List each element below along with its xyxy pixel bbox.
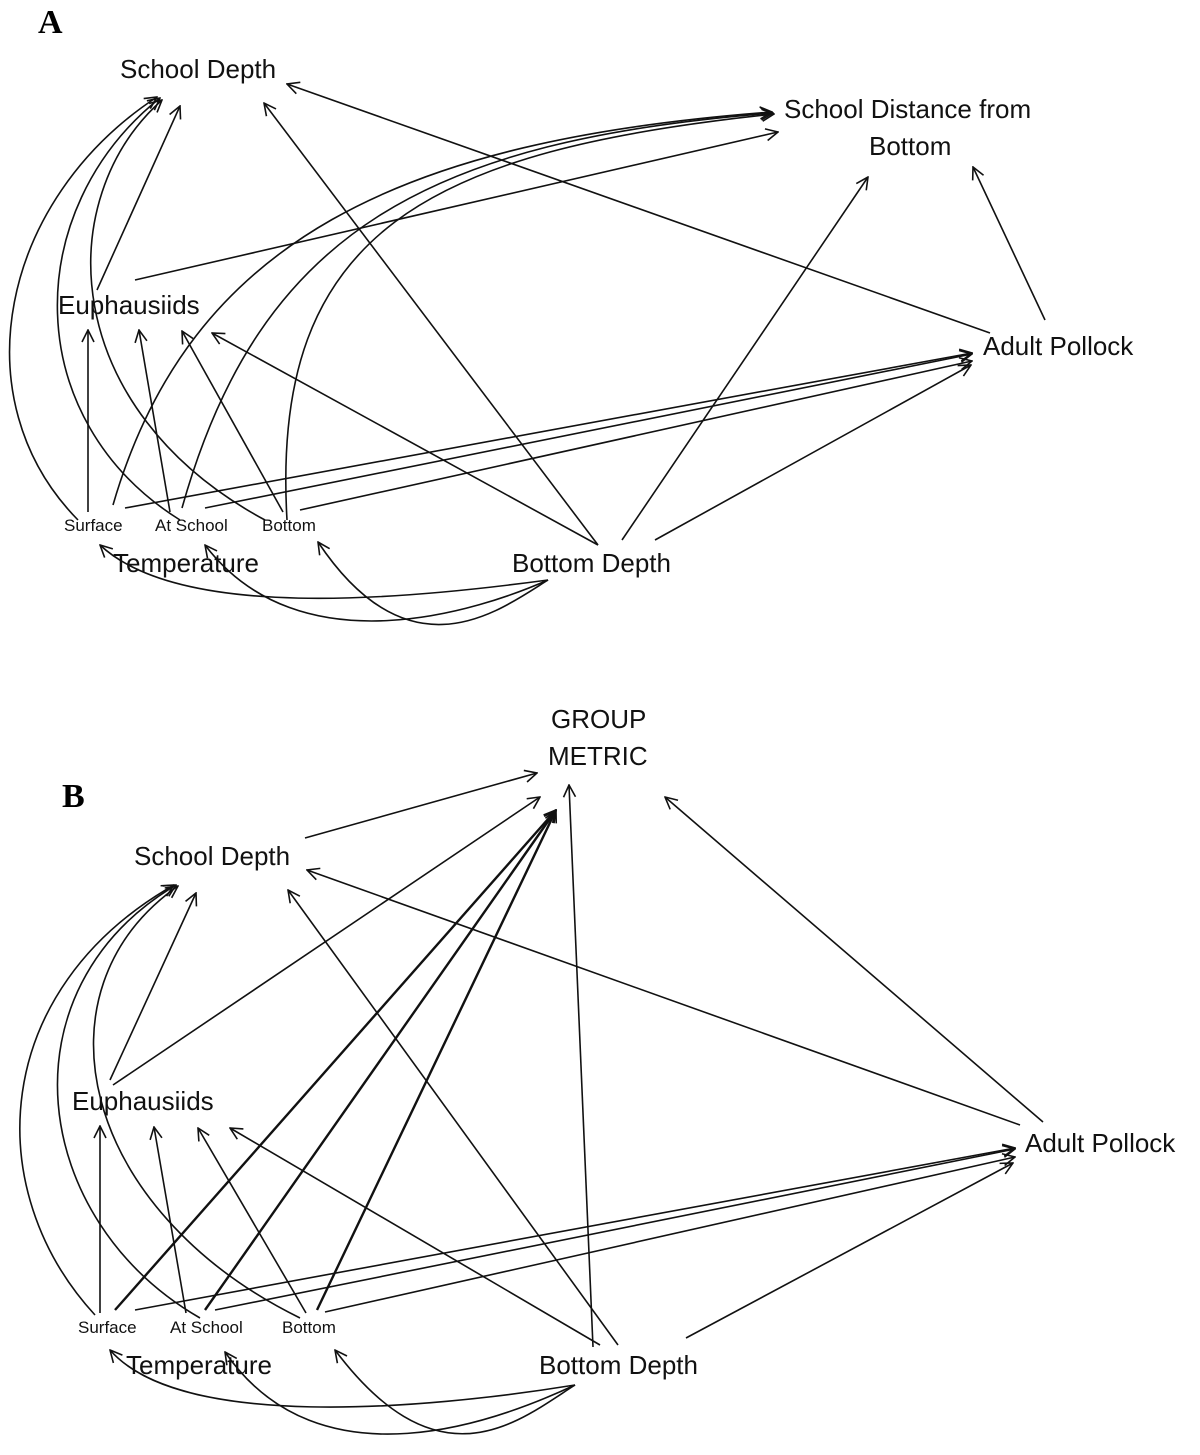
edge-b-bottomdepth-surface (110, 1350, 576, 1408)
edge-b-surface-schooldepth (19, 885, 174, 1316)
panel-b: B (19, 704, 1176, 1435)
node-b-euphausiids: Euphausiids (72, 1086, 214, 1116)
panel-b-edges (19, 773, 1044, 1435)
edge-a-bottomdepth-schooldepth (264, 103, 599, 546)
edge-a-bottomdepth-bottom (318, 542, 549, 626)
edge-b-pollock-schooldepth (307, 870, 1021, 1126)
panel-a: A (8, 4, 1134, 626)
node-a-bottom: Bottom (262, 516, 316, 535)
edge-b-bottom-pollock (324, 1157, 1015, 1313)
edge-b-surface-metric (114, 810, 556, 1311)
edge-a-surface-distance (112, 112, 772, 506)
node-a-bottom-depth: Bottom Depth (512, 548, 671, 578)
edge-b-atschool-metric (204, 810, 556, 1311)
edge-a-bottom-pollock (299, 361, 972, 511)
node-a-at-school: At School (155, 516, 228, 535)
edge-b-bottomdepth-schooldepth (288, 890, 619, 1346)
node-b-surface: Surface (78, 1318, 137, 1337)
edge-a-bottom-distance (285, 114, 774, 521)
edge-a-atschool-pollock (204, 354, 972, 509)
edge-b-bottomdepth-pollock (685, 1163, 1013, 1339)
edge-a-atschool-euph (139, 330, 171, 513)
node-a-school-depth: School Depth (120, 54, 276, 84)
edge-a-surface-schooldepth (8, 97, 157, 521)
edge-a-euph-schooldepth (96, 106, 180, 291)
panel-b-nodes: GROUP METRIC School Depth Euphausiids Ad… (72, 704, 1176, 1380)
node-a-adult-pollock: Adult Pollock (983, 331, 1134, 361)
node-b-bottom-depth: Bottom Depth (539, 1350, 698, 1380)
node-b-bottom: Bottom (282, 1318, 336, 1337)
edge-b-schooldepth-metric (304, 773, 537, 839)
edge-b-bottomdepth-metric (569, 785, 594, 1348)
edge-b-surface-pollock (134, 1148, 1015, 1311)
edge-a-bottom-euph (182, 331, 284, 513)
edge-a-bottomdepth-atschool (205, 545, 549, 622)
node-a-school-distance-line1: School Distance from (784, 94, 1031, 124)
edge-b-bottomdepth-euph (230, 1128, 601, 1346)
node-b-temperature: Temperature (126, 1350, 272, 1380)
edge-b-atschool-pollock (214, 1149, 1015, 1311)
edge-a-bottomdepth-euph (212, 333, 599, 546)
edge-a-surface-pollock (124, 353, 972, 509)
edge-b-euph-schooldepth (109, 893, 196, 1081)
edge-a-bottomdepth-pollock (654, 365, 971, 541)
edge-b-euph-metric (112, 797, 540, 1086)
panel-a-nodes: School Depth School Distance from Bottom… (58, 54, 1134, 578)
node-b-school-depth: School Depth (134, 841, 290, 871)
node-b-group-metric-line2: METRIC (548, 741, 648, 771)
node-a-surface: Surface (64, 516, 123, 535)
edge-a-pollock-schooldepth (287, 84, 991, 334)
panel-a-letter: A (38, 4, 63, 41)
edge-a-bottomdepth-distance (621, 177, 868, 541)
edge-b-bottom-schooldepth (92, 886, 301, 1319)
edge-b-bottom-metric (315, 810, 558, 1311)
node-b-group-metric-line1: GROUP (551, 704, 646, 734)
edge-b-atschool-schooldepth (56, 885, 201, 1319)
panel-a-edges (8, 84, 1046, 626)
node-a-euphausiids: Euphausiids (58, 290, 200, 320)
edge-b-bottomdepth-bottom (335, 1350, 576, 1435)
panel-b-letter: B (62, 778, 85, 815)
node-b-adult-pollock: Adult Pollock (1025, 1128, 1176, 1158)
edge-a-euph-distance (134, 132, 778, 281)
edge-a-bottom-schooldepth (90, 100, 266, 521)
node-b-at-school: At School (170, 1318, 243, 1337)
edge-a-atschool-distance (181, 113, 773, 509)
edge-a-atschool-schooldepth (56, 98, 181, 521)
edge-b-pollock-metric (665, 797, 1044, 1123)
node-a-school-distance-line2: Bottom (869, 131, 951, 161)
edge-a-bottomdepth-surface (100, 545, 549, 600)
edge-b-bottomdepth-atschool (225, 1352, 576, 1435)
edge-a-pollock-distance (973, 167, 1046, 321)
edge-b-atschool-euph (154, 1127, 187, 1314)
node-a-temperature: Temperature (113, 548, 259, 578)
